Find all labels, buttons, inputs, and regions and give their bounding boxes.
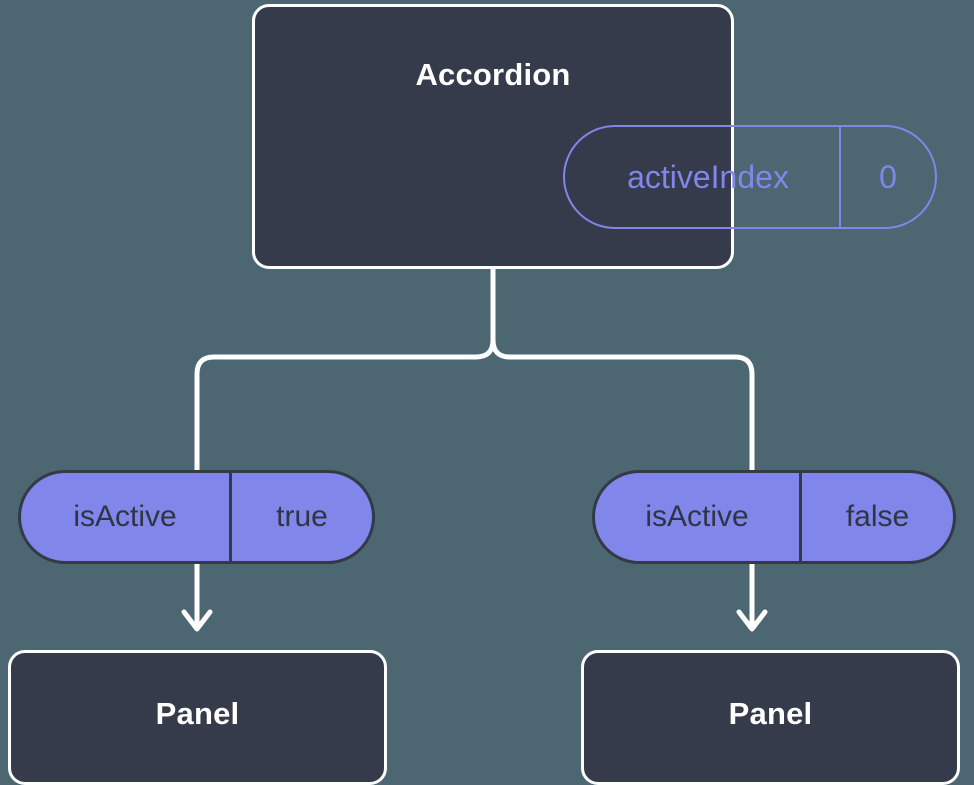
state-pill-key: activeIndex [565, 127, 841, 227]
component-node-title: Panel [728, 696, 813, 731]
component-node-title: Panel [155, 696, 240, 731]
state-pill-active-index[interactable]: activeIndex 0 [563, 125, 937, 229]
prop-pill-value: true [276, 500, 328, 533]
prop-pill-value: false [845, 500, 910, 533]
component-node-panel-right[interactable]: Panel [581, 650, 960, 785]
component-node-title: Accordion [415, 57, 571, 92]
edge-root-to-right-child [490, 266, 755, 473]
component-node-panel-left[interactable]: Panel [8, 650, 387, 785]
state-pill-value: 0 [879, 158, 897, 195]
arrowhead-down-icon-right [736, 609, 768, 632]
prop-pill-is-active-true[interactable]: isActive true [18, 470, 375, 564]
edge-root-to-left-child [194, 266, 496, 473]
prop-pill-key: isActive [595, 473, 802, 561]
component-node-accordion[interactable]: Accordion activeIndex 0 [252, 4, 937, 269]
prop-pill-is-active-false[interactable]: isActive false [592, 470, 956, 564]
prop-pill-key: isActive [21, 473, 232, 561]
arrowhead-down-icon-left [181, 609, 213, 632]
